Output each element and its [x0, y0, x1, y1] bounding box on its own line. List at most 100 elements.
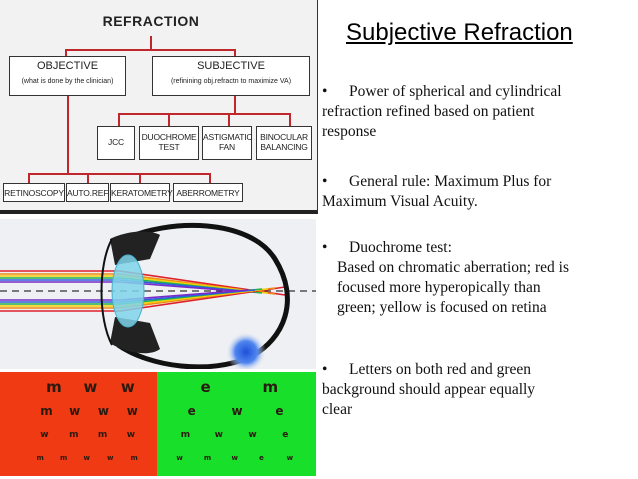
bullet-line: Maximum Visual Acuity. — [322, 193, 478, 210]
duochrome-letter-green: w — [286, 454, 294, 462]
bullet-line: General rule: Maximum Plus for — [349, 173, 552, 190]
bullet-line: green; yellow is focused on retina — [337, 299, 547, 316]
duochrome-green-half — [157, 372, 316, 476]
blue-blur-spot — [226, 332, 266, 372]
bullet-marker: • — [322, 239, 328, 256]
eye-diagram-svg — [0, 222, 316, 372]
bullet-text: Letters on both red and green background … — [322, 360, 634, 420]
objective-note: (what is done by the clinician) — [21, 78, 114, 85]
connector-root-horizontal — [65, 49, 235, 51]
connector-autoref — [87, 173, 89, 183]
refraction-root-box: REFRACTION — [95, 10, 207, 36]
subjective-box: SUBJECTIVE (refinining obj.refractn to m… — [152, 56, 310, 96]
bullet-text: Duochrome test: Based on chromatic aberra… — [337, 238, 634, 318]
duochrome-test-label-1: DUOCHROME — [141, 132, 197, 142]
duochrome-letter-red: m — [36, 454, 44, 462]
eye-chromatic-aberration-diagram — [0, 219, 316, 372]
connector-aberrometry — [209, 173, 211, 183]
objective-box: OBJECTIVE (what is done by the clinician… — [9, 56, 126, 96]
connector-subjective-branch — [118, 113, 290, 115]
crystalline-lens — [111, 254, 145, 328]
connector-objective-down — [67, 96, 69, 174]
duochrome-test-label-2: TEST — [158, 142, 180, 152]
connector-subjective-drop — [234, 49, 236, 57]
duochrome-letter-red: w — [83, 378, 98, 396]
astigmatic-fan-label-1: ASTIGMATIC — [203, 132, 253, 142]
duochrome-red-half — [0, 372, 157, 476]
binocular-balancing-box: BINOCULAR BALANCING — [256, 126, 312, 160]
binocular-balancing-label-2: BALANCING — [260, 142, 308, 152]
keratometry-box: KERATOMETRY — [110, 183, 173, 202]
duochrome-letter-red: w — [83, 454, 90, 462]
duochrome-letter-green: e — [200, 378, 211, 396]
duochrome-letter-green: e — [187, 404, 196, 418]
duochrome-letter-red: w — [107, 454, 114, 462]
binocular-balancing-label-1: BINOCULAR — [260, 132, 308, 142]
bullet-marker: • — [322, 173, 328, 190]
bullet-line: Power of spherical and cylindrical — [349, 83, 562, 100]
astigmatic-fan-label-2: FAN — [219, 142, 235, 152]
refraction-root-label: REFRACTION — [102, 13, 200, 29]
objective-label: OBJECTIVE — [36, 60, 99, 72]
duochrome-letter-green: e — [282, 430, 289, 440]
aberrometry-box: ABERROMETRY — [173, 183, 243, 202]
bullet-line: Duochrome test: — [349, 239, 452, 256]
connector-subjective-down — [234, 96, 236, 114]
jcc-label: JCC — [108, 137, 124, 147]
duochrome-letter-red: w — [69, 404, 81, 418]
duochrome-letter-red: w — [120, 378, 135, 396]
eye-globe — [116, 222, 290, 370]
connector-binocular — [289, 113, 291, 126]
duochrome-letter-green: w — [176, 454, 183, 462]
bullet-marker: • — [322, 361, 328, 378]
connector-keratometry — [139, 173, 141, 183]
duochrome-letter-green: w — [231, 404, 243, 418]
bullet-line: background should appear equally — [322, 381, 536, 398]
duochrome-letter-green: w — [248, 430, 257, 440]
autoref-label: AUTO.REF — [67, 188, 109, 198]
autoref-box: AUTO.REF — [66, 183, 109, 202]
duochrome-letter-red: w — [126, 430, 136, 440]
slide-title: Subjective Refraction — [346, 19, 573, 46]
connector-root-down — [150, 36, 152, 50]
duochrome-letter-green: e — [259, 454, 264, 462]
connector-astigmatic — [228, 113, 230, 126]
keratometry-label: KERATOMETRY — [111, 188, 173, 198]
connector-jcc — [118, 113, 120, 126]
connector-objective-branch — [28, 173, 210, 175]
duochrome-letter-red: w — [126, 404, 138, 418]
bullet-line: focused more hyperopically than — [337, 279, 541, 296]
iris-lower — [110, 317, 160, 354]
bullet-marker: • — [322, 83, 328, 100]
connector-duochrome — [168, 113, 170, 126]
duochrome-letter-green: m — [262, 378, 279, 396]
duochrome-letter-red: m — [97, 430, 108, 440]
bullet-line: refraction refined based on patient — [322, 103, 535, 120]
duochrome-letter-green: w — [231, 454, 238, 462]
subjective-label: SUBJECTIVE — [197, 60, 265, 72]
duochrome-letter-green: w — [214, 430, 223, 440]
retinoscopy-box: RETINOSCOPY — [3, 183, 65, 202]
duochrome-letter-red: m — [46, 378, 62, 396]
duochrome-letter-red: w — [40, 430, 49, 440]
connector-retinoscopy — [28, 173, 30, 183]
duochrome-letter-red: m — [59, 454, 68, 462]
duochrome-letter-red: m — [130, 454, 138, 462]
duochrome-letter-red: m — [40, 404, 53, 418]
bullet-line: Based on chromatic aberration; red is — [337, 259, 569, 276]
duochrome-letter-red: w — [97, 404, 110, 418]
refraction-flowchart: REFRACTION OBJECTIVE (what is done by th… — [0, 0, 318, 214]
connector-objective-drop — [65, 49, 67, 57]
bullet-line: clear — [322, 401, 353, 418]
subjective-note: (refinining obj.refractn to maximize VA) — [170, 78, 292, 85]
duochrome-letter-green: m — [203, 454, 212, 462]
bullet-line: Letters on both red and green — [349, 361, 532, 378]
duochrome-letter-green: m — [180, 430, 191, 440]
cornea — [100, 238, 113, 346]
bullet-text: Power of spherical and cylindrical refrac… — [322, 82, 634, 142]
astigmatic-fan-box: ASTIGMATIC FAN — [202, 126, 253, 160]
jcc-box: JCC — [97, 126, 135, 160]
duochrome-letter-red: m — [69, 430, 79, 440]
